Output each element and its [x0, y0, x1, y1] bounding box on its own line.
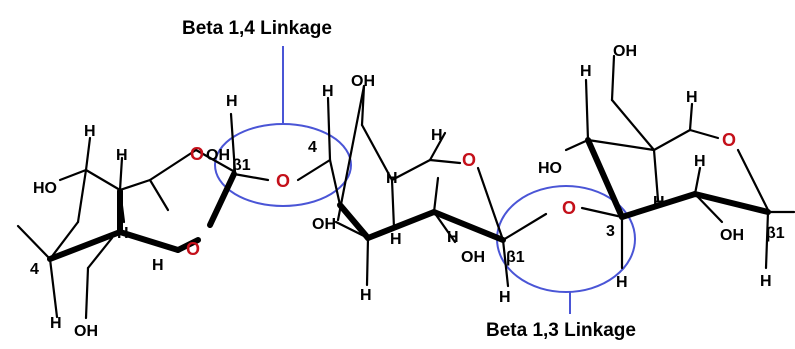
hydrogen-atom: H [686, 89, 698, 106]
beta1-label-ring-2: β1 [506, 249, 525, 266]
hydrogen-atom: H [386, 170, 398, 187]
carbon-3-label-ring-3: 3 [606, 223, 615, 240]
glucose-ring-2 [296, 84, 548, 288]
hydrogen-atom: H [117, 225, 129, 242]
glucose-ring-1 [16, 112, 270, 320]
hydroxyl-ring-1-left: HO [33, 180, 57, 197]
hydroxyl-ring-3-right: OH [720, 227, 744, 244]
hydrogen-atom: H [50, 315, 62, 332]
carbon-4-label-ring-2: 4 [308, 139, 317, 156]
glycosidic-oxygen-1-3: O [562, 198, 576, 218]
glycosidic-oxygen-1-4: O [276, 171, 290, 191]
ring-1-oxygen: O [186, 239, 200, 259]
hydrogen-atom: H [447, 229, 459, 246]
hydrogen-atom: H [84, 123, 96, 140]
hydrogen-atom: H [322, 83, 334, 100]
hydrogen-atom: H [694, 153, 706, 170]
hydroxyl-groups: OH OH OH OH OH OH OH HO HO [33, 43, 744, 340]
beta-1-4-linkage-label: Beta 1,4 Linkage [182, 18, 332, 39]
hydroxyl-ring-1-c6: OH [74, 323, 98, 340]
oxygen-atoms: O O O O O O [186, 130, 736, 259]
hydrogen-atom: H [653, 194, 665, 211]
hydrogen-atoms: H H H H H H H H H H H H H H H H H H H [50, 63, 772, 332]
glucose-ring-3 [564, 54, 795, 270]
hydroxyl-ring-2-c6: OH [351, 73, 375, 90]
hydroxyl-ring-2-right: OH [461, 249, 485, 266]
hydroxyl-ring-3-left: HO [538, 160, 562, 177]
hydroxyl-ring-3-c6: OH [613, 43, 637, 60]
carbon-4-label-ring-1: 4 [30, 261, 39, 278]
ring-1-upper-oxygen: O [190, 144, 204, 164]
beta1-label-ring-1: β1 [232, 157, 251, 174]
beta-1-4-linkage-callout: Beta 1,4 Linkage [182, 18, 352, 207]
bond-labels: β1 4 β1 3 β1 4 [30, 139, 785, 278]
ring-2-oxygen: O [462, 150, 476, 170]
ring-3-oxygen: O [722, 130, 736, 150]
hydrogen-atom: H [616, 274, 628, 291]
beta-1-3-linkage-label: Beta 1,3 Linkage [486, 320, 636, 341]
hydroxyl-ring-1-upper: OH [206, 147, 230, 164]
hydroxyl-ring-2-left: OH [312, 216, 336, 233]
beta1-label-ring-3: β1 [766, 225, 785, 242]
hydrogen-atom: H [116, 147, 128, 164]
beta-1-4-linkage-ellipse [214, 123, 352, 207]
hydrogen-atom: H [580, 63, 592, 80]
hydrogen-atom: H [360, 287, 372, 304]
hydrogen-atom: H [760, 273, 772, 290]
hydrogen-atom: H [390, 231, 402, 248]
hydrogen-atom: H [431, 127, 443, 144]
hydrogen-atom: H [499, 289, 511, 306]
hydrogen-atom: H [152, 257, 164, 274]
hydrogen-atom: H [226, 93, 238, 110]
